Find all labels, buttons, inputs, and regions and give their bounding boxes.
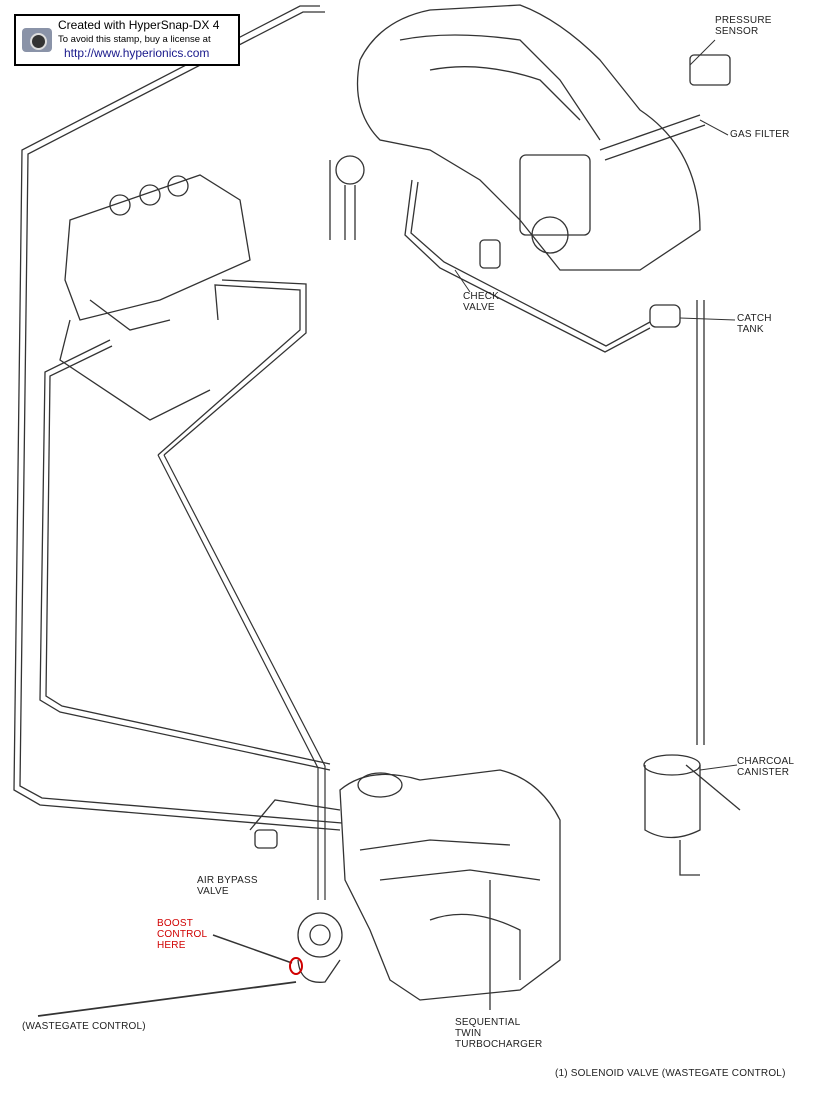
check-valve-line — [404, 179, 651, 353]
label-charcoal-canister: CHARCOAL CANISTER — [737, 756, 794, 778]
intake-manifold-sketch — [329, 4, 731, 271]
charcoal-canister-shape — [643, 754, 741, 876]
stamp-link[interactable]: http://www.hyperionics.com — [64, 46, 210, 60]
catch-tank-shape — [649, 304, 681, 328]
hypersnap-stamp: Created with HyperSnap-DX 4 To avoid thi… — [14, 14, 240, 66]
label-line: CHECK — [463, 291, 500, 302]
outer-vacuum-pipe — [13, 5, 341, 831]
label-line: TANK — [737, 324, 764, 335]
label-line: CANISTER — [737, 767, 790, 778]
label-line: VALVE — [463, 302, 495, 313]
turbocharger-sketch — [249, 769, 561, 1010]
label-line: BOOST — [157, 918, 194, 929]
boost-control-marker — [289, 957, 303, 975]
label-turbocharger: SEQUENTIAL TWIN TURBOCHARGER — [455, 1017, 542, 1050]
label-line: CONTROL — [157, 929, 208, 940]
inner-left-pipe — [39, 339, 331, 771]
label-boost-control: BOOST CONTROL HERE — [157, 918, 207, 951]
label-pressure-sensor: PRESSURE SENSOR — [715, 15, 772, 37]
boost-control-leader — [212, 934, 293, 964]
diagram-caption: (1) SOLENOID VALVE (WASTEGATE CONTROL) — [555, 1068, 786, 1079]
label-line: TWIN — [455, 1028, 482, 1039]
label-check-valve: CHECK VALVE — [463, 291, 499, 313]
diagonal-pipe — [157, 454, 319, 900]
camera-icon — [22, 28, 52, 52]
wastegate-leader — [37, 981, 297, 1017]
label-air-bypass-valve: AIR BYPASS VALVE — [197, 875, 258, 897]
label-gas-filter: GAS FILTER — [730, 129, 790, 140]
label-line: PRESSURE — [715, 15, 772, 26]
cylinder-head-sketch — [59, 174, 251, 421]
label-line: CHARCOAL — [737, 756, 795, 767]
label-catch-tank: CATCH TANK — [737, 313, 772, 335]
label-line: AIR BYPASS — [197, 875, 258, 886]
label-line: TURBOCHARGER — [455, 1039, 543, 1050]
label-line: VALVE — [197, 886, 229, 897]
label-line: SENSOR — [715, 26, 759, 37]
label-wastegate-control: (WASTEGATE CONTROL) — [22, 1021, 146, 1032]
label-line: SEQUENTIAL — [455, 1017, 521, 1028]
stamp-line-2: To avoid this stamp, buy a license at — [58, 34, 211, 45]
label-line: HERE — [157, 940, 186, 951]
label-line: CATCH — [737, 313, 772, 324]
stamp-line-1: Created with HyperSnap-DX 4 — [58, 18, 220, 32]
